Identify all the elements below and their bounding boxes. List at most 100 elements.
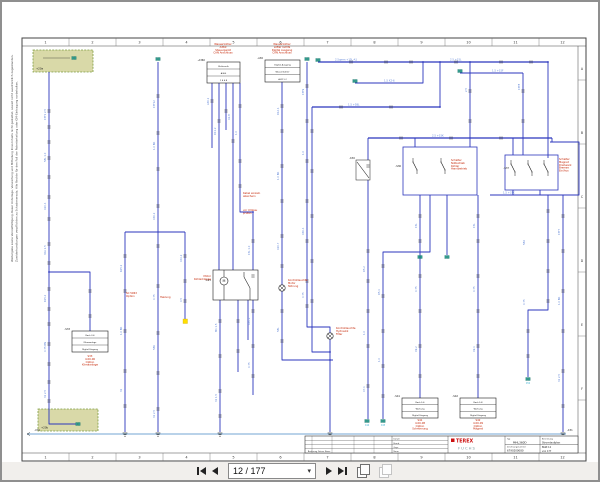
wire-label: M1 1.5 (214, 323, 218, 332)
annotation-line: Schmierung (412, 427, 428, 431)
annotation-line: vor Umbau (243, 208, 258, 212)
junction-dot (439, 61, 441, 63)
title-small-label: Norm (394, 450, 399, 453)
wire-label: 1.5 X2-6 (384, 79, 395, 83)
annotation-line: Option (416, 424, 425, 428)
wire-label: D5.4 (377, 289, 381, 295)
switch-node (440, 161, 442, 163)
harness-label: +20a (36, 67, 43, 71)
harness-box (32, 49, 94, 73)
wire-label: D5.2 (362, 266, 366, 272)
harness-box (37, 408, 99, 432)
wire (311, 107, 330, 353)
wire-label: 15F7 (557, 228, 561, 235)
page-number-combobox[interactable]: 12 / 177 ▾ (228, 463, 316, 479)
annotation-line: Filter (336, 332, 343, 336)
device-label: -S41 (394, 394, 400, 398)
wire (239, 83, 254, 395)
schematic-svg: 112233445566778899101011111212ABCDEFWeit… (10, 37, 587, 462)
plug-connector-icon (528, 377, 531, 381)
junction-dot (329, 359, 331, 361)
field-label: Typ (507, 439, 511, 441)
wire-label: 15F8 (517, 83, 521, 90)
previous-page-button[interactable] (209, 463, 221, 479)
annotation-line: S42 (476, 418, 481, 422)
plug-connector-icon (315, 58, 318, 62)
annotation-line: A360 (220, 45, 227, 49)
next-page-button[interactable] (323, 463, 335, 479)
group-frame (504, 154, 559, 191)
annotation-line: Drehwerk (559, 163, 572, 167)
plug-connector-icon (457, 69, 460, 73)
ruler-number-bottom: 12 (560, 456, 564, 460)
wire-label: 31 2.5 (557, 374, 561, 382)
page-frame (21, 37, 587, 462)
ruler-number-top: 12 (560, 41, 564, 45)
junction-dot (547, 61, 549, 63)
previous-view-icon[interactable] (357, 464, 372, 478)
wire (49, 271, 91, 331)
wire-label: 1.0 (301, 151, 305, 155)
switch-contact (412, 161, 418, 171)
annotation-line: Heizung (160, 295, 171, 299)
triangle-left-icon (200, 467, 206, 475)
component-box (264, 59, 301, 83)
plug-connector-icon (355, 79, 358, 83)
wire-label: 31 2.5 (152, 410, 156, 418)
page-dropdown-chevron-icon[interactable]: ▾ (307, 467, 311, 475)
field-value: Stromlaufplan (542, 440, 561, 444)
wire-label: 58R (152, 345, 156, 350)
annotation-line: Magnet (473, 427, 483, 431)
annotation-line: Lüfter rechts (274, 45, 291, 49)
title-small-label: Gepr. (394, 446, 399, 449)
component-box-row: A360 (221, 72, 227, 75)
page-number-value: 12 / 177 (233, 466, 266, 476)
annotation-line: Option (126, 294, 135, 298)
annotation-line: Kontrollleuchte (288, 278, 308, 282)
annotation-line: Schalter (451, 158, 463, 162)
vertical-disclaimer: Zuwiderhandlungen verpflichten zu Schade… (15, 81, 19, 262)
plug-connector-icon (74, 56, 77, 60)
wire-label: 0.75 (247, 362, 251, 368)
first-page-button[interactable] (194, 463, 209, 479)
wire-label: 0.75 (472, 286, 476, 292)
wire-label: K15.2 (43, 294, 47, 302)
contact-symbol (243, 276, 251, 289)
relay-box (212, 269, 259, 301)
title-small-label: Bearb. (394, 442, 401, 445)
component-box-row: Rack 5.6 (416, 402, 426, 404)
fuchs-logo-text: FUCHS (458, 446, 476, 451)
lamp-cross (279, 285, 285, 291)
wire-label: A36.1 (206, 97, 210, 105)
component-box-row: Digital Eingang (82, 348, 99, 351)
field-value: 6790200080 (507, 449, 524, 453)
junction-dot (469, 61, 471, 63)
ruler-number-top: 6 (279, 41, 281, 45)
switch-node (527, 163, 529, 165)
ruler-number-bottom: 6 (279, 456, 281, 460)
switch-contact (543, 163, 549, 173)
wire (382, 195, 431, 419)
plug-connector-icon (447, 255, 450, 259)
next-view-icon[interactable] (379, 464, 394, 478)
annotation-line: 4.00-06 (85, 357, 95, 361)
wire-label: X7.1 (362, 386, 366, 392)
ruler-letter: E (581, 323, 583, 327)
annotation-line: 4.00-08 (415, 421, 425, 425)
wire-label: X9.4 (472, 346, 476, 352)
last-page-button[interactable] (335, 463, 350, 479)
wire-label: X2.8 (227, 114, 231, 120)
switch-node (510, 163, 512, 165)
annotation-line: Kühlerklappe (194, 277, 211, 281)
device-label: -A36 (257, 56, 263, 60)
wire-label: X44.2 (179, 254, 183, 262)
switch-node (547, 171, 549, 173)
ruler-letter: B (581, 131, 583, 135)
ruler-number-bottom: 8 (373, 456, 375, 460)
component-box-row: Rack 5.8 (474, 402, 484, 404)
field-label: Benennung (542, 439, 554, 441)
plug-connector-icon (304, 57, 307, 61)
annotation-line: prüfen (243, 211, 252, 215)
plug-connector-icon (364, 419, 367, 423)
triangle-right-icon (326, 467, 332, 475)
